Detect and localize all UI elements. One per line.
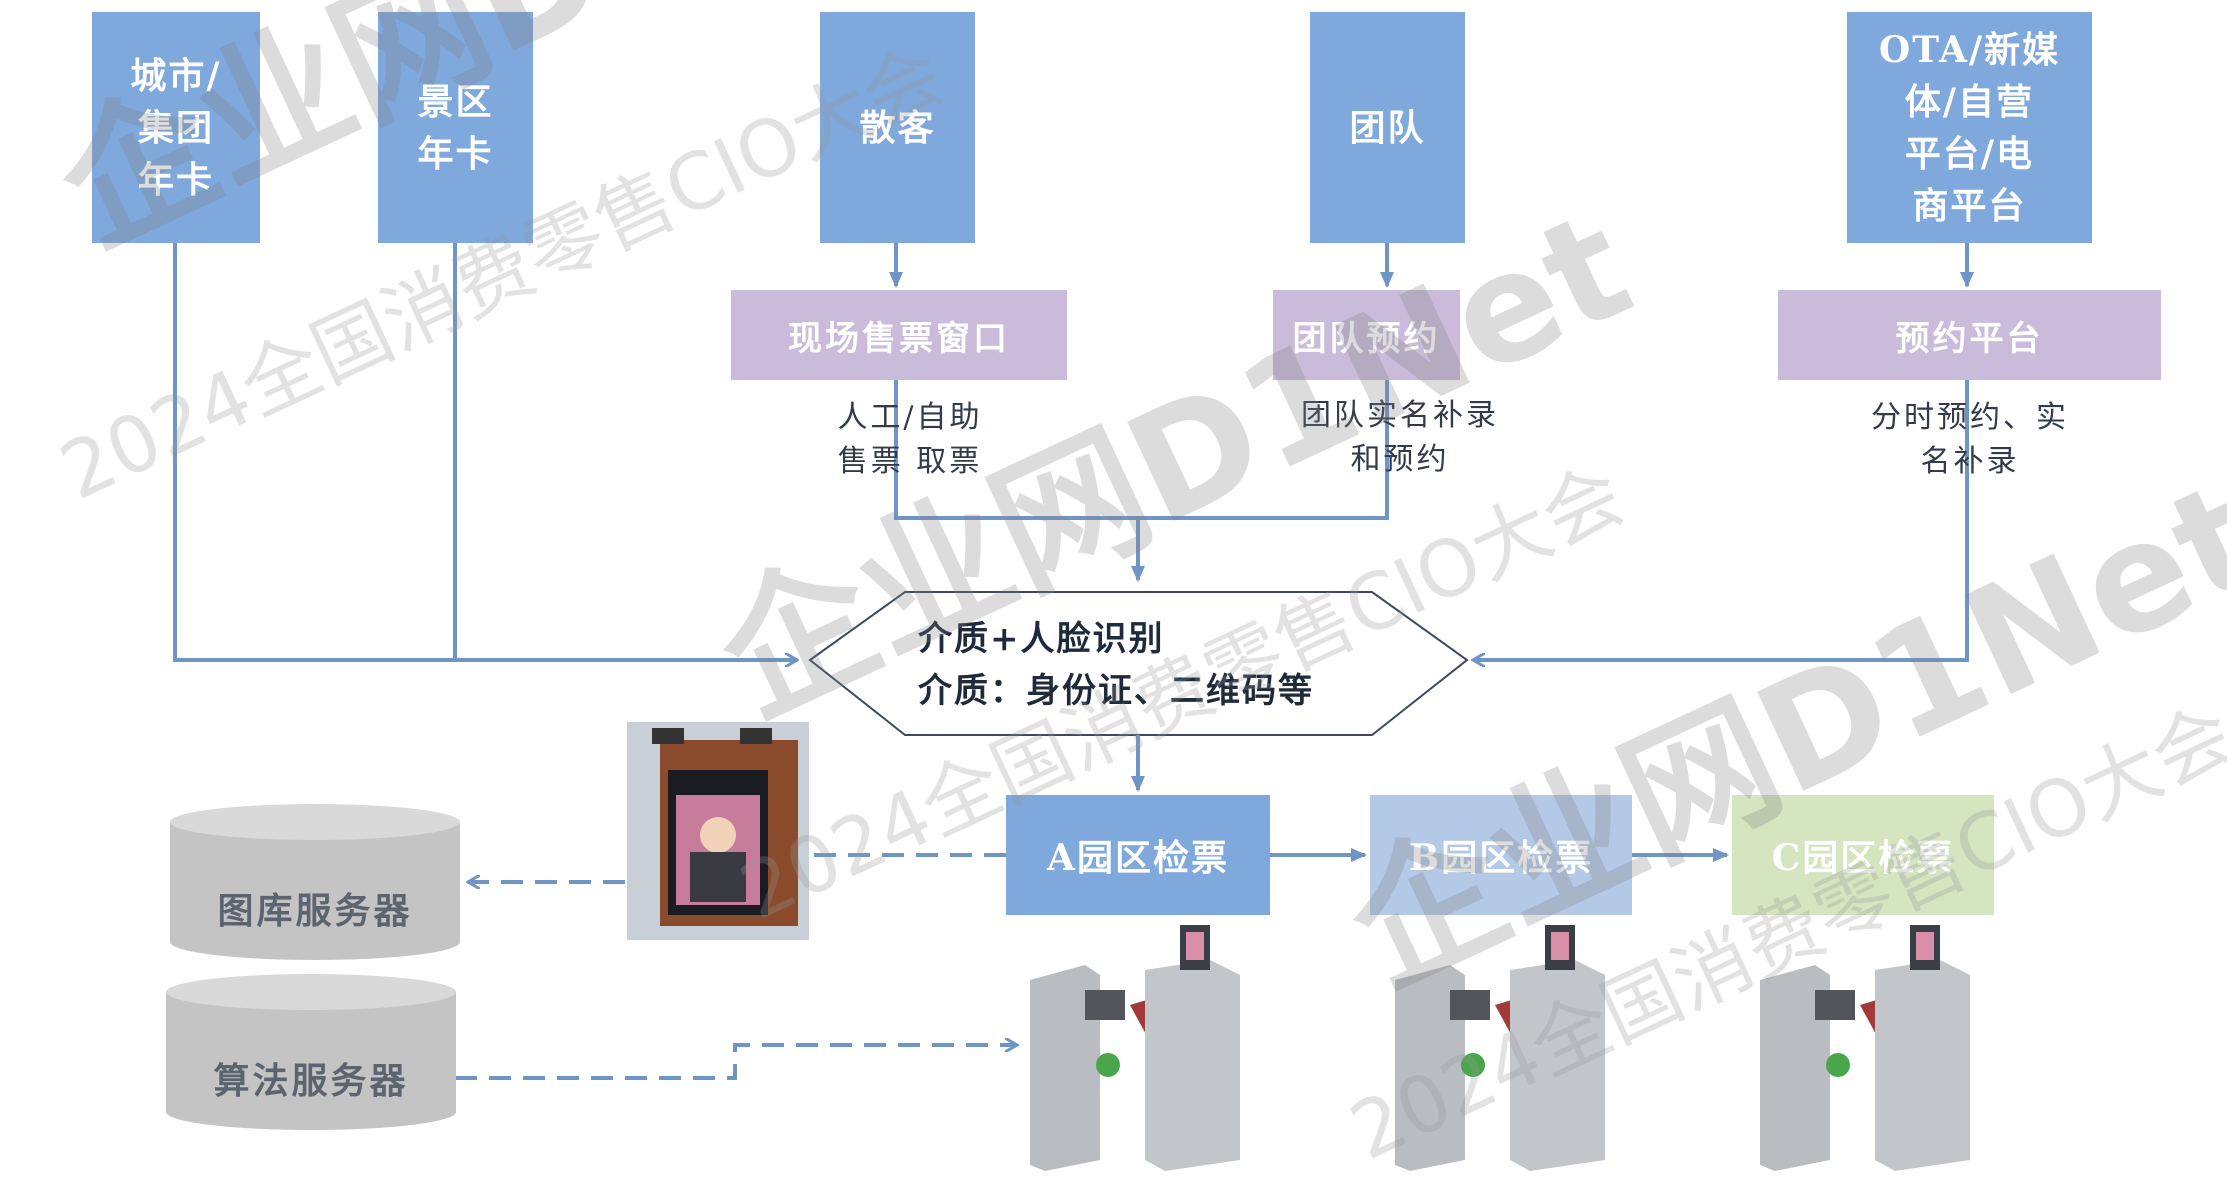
note-platform: 分时预约、实 名补录 bbox=[1871, 400, 2069, 479]
turnstile-gate-b-icon bbox=[1395, 925, 1605, 1171]
channel-booking-platform: 预约平台 bbox=[1778, 290, 2161, 380]
verification-hexagon bbox=[808, 591, 1469, 736]
gallery-server-icon bbox=[170, 804, 460, 960]
verification-title: 介质+人脸识别 bbox=[918, 619, 1165, 659]
city-card-connector bbox=[173, 243, 795, 660]
channel-group-booking: 团队预约 bbox=[1273, 290, 1460, 380]
source-scenic-card: 景区 年卡 bbox=[378, 12, 533, 243]
zone-a-checkin: A园区检票 bbox=[1006, 795, 1270, 915]
source-ota-platforms: OTA/新媒 体/自营 平台/电 商平台 bbox=[1847, 12, 2092, 243]
turnstile-gate-c-icon bbox=[1760, 925, 1970, 1171]
channel-onsite-window: 现场售票窗口 bbox=[731, 290, 1067, 380]
gallery-server-label: 图库服务器 bbox=[217, 890, 413, 932]
zone-c-checkin: C园区检票 bbox=[1732, 795, 1994, 915]
zone-b-checkin: B园区检票 bbox=[1370, 795, 1632, 915]
note-group: 团队实名补录 和预约 bbox=[1301, 398, 1499, 477]
verification-media: 介质：身份证、二维码等 bbox=[918, 671, 1314, 711]
source-individual: 散客 bbox=[820, 12, 975, 243]
source-group: 团队 bbox=[1310, 12, 1465, 243]
algorithm-server-label: 算法服务器 bbox=[213, 1060, 409, 1102]
turnstile-gate-a-icon bbox=[1030, 925, 1240, 1171]
note-onsite: 人工/自助 售票 取票 bbox=[837, 400, 983, 479]
algorithm-server-icon bbox=[166, 974, 456, 1130]
source-city-group-card: 城市/ 集团 年卡 bbox=[92, 12, 260, 243]
face-terminal-icon bbox=[627, 722, 809, 940]
